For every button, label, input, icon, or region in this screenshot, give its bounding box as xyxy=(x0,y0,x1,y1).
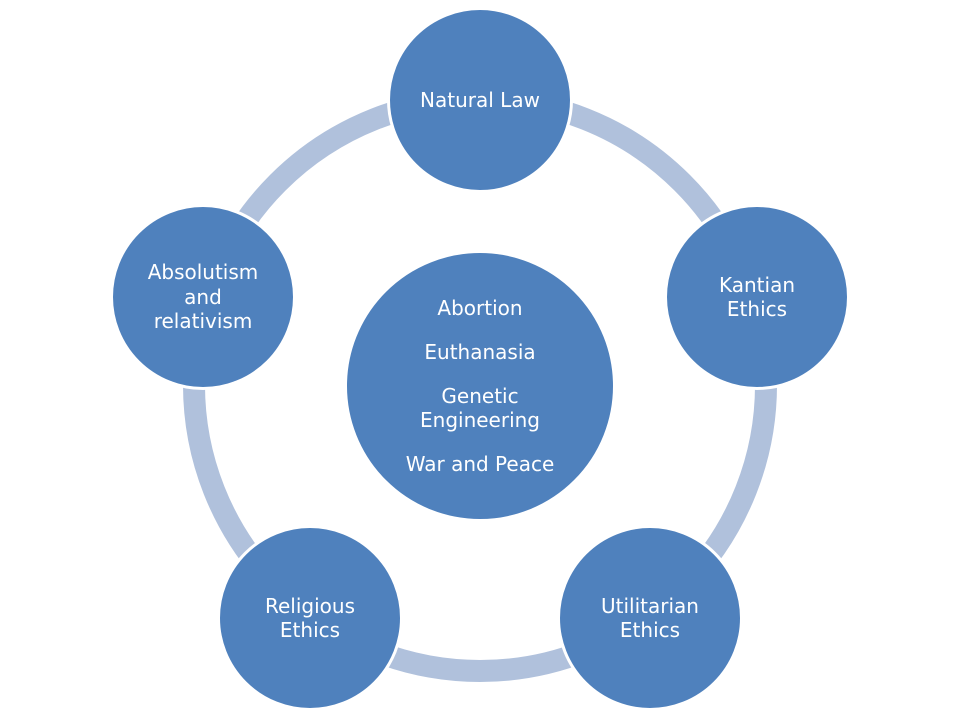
node-label-kantian-ethics: Kantian Ethics xyxy=(718,272,796,321)
node-natural-law: Natural Law xyxy=(387,7,573,193)
node-label-utilitarian-ethics: Utilitarian Ethics xyxy=(601,593,699,642)
center-item-abortion: Abortion xyxy=(437,296,523,320)
node-absolutism-relativism: Absolutism and relativism xyxy=(110,204,296,390)
node-label-religious-ethics: Religious Ethics xyxy=(265,593,355,642)
node-label-natural-law: Natural Law xyxy=(420,87,540,112)
node-religious-ethics: Religious Ethics xyxy=(217,525,403,711)
node-kantian-ethics: Kantian Ethics xyxy=(664,204,850,390)
center-item-war-and-peace: War and Peace xyxy=(405,452,555,476)
node-label-absolutism-relativism: Absolutism and relativism xyxy=(147,260,259,334)
node-utilitarian-ethics: Utilitarian Ethics xyxy=(557,525,743,711)
center-topic-circle: Abortion Euthanasia Genetic Engineering … xyxy=(344,250,616,522)
center-item-genetic-engineering: Genetic Engineering xyxy=(420,384,540,432)
center-item-euthanasia: Euthanasia xyxy=(424,340,536,364)
